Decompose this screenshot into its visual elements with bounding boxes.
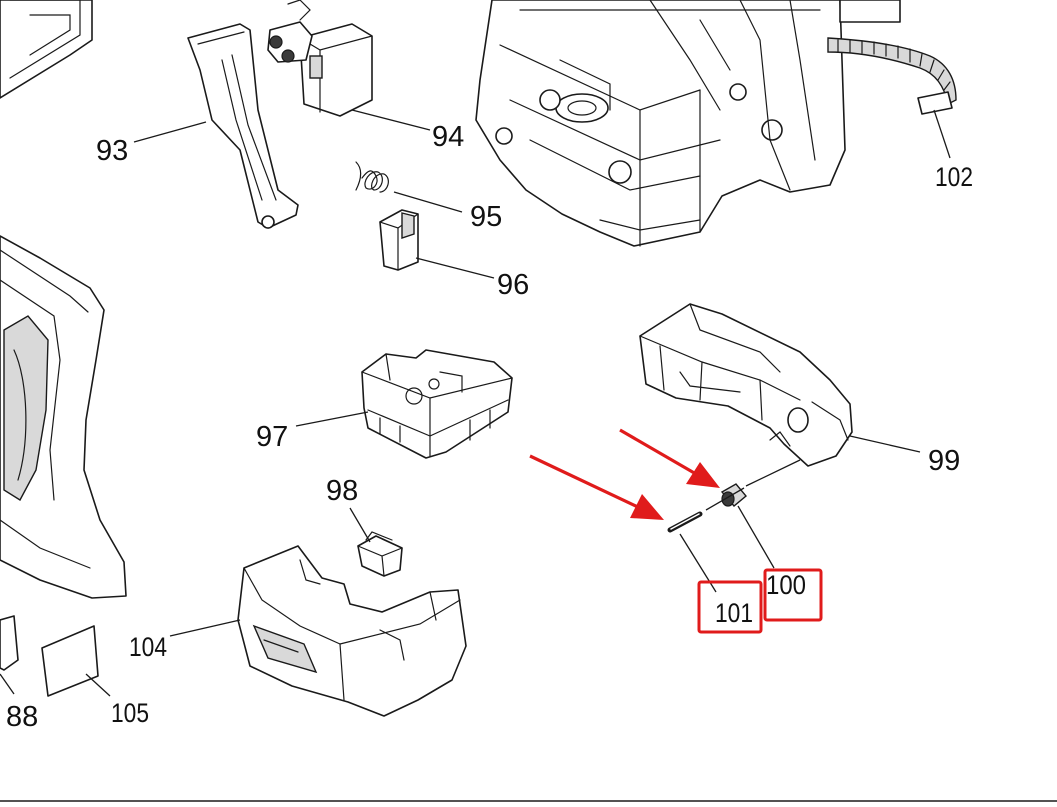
highlight-box-101 <box>697 580 763 634</box>
part-98-clip <box>357 531 403 577</box>
callout-101: 101 <box>715 598 753 628</box>
callout-93: 93 <box>96 135 128 167</box>
part-left-handle <box>0 235 127 599</box>
part-95-spring <box>355 161 389 193</box>
part-main-housing <box>475 0 901 247</box>
callout-102: 102 <box>935 162 973 192</box>
part-102-harness <box>827 37 957 115</box>
part-93-lever <box>187 23 299 229</box>
callout-95: 95 <box>470 201 502 233</box>
callout-105: 105 <box>111 698 149 728</box>
part-101-pin <box>667 511 703 533</box>
callout-88: 88 <box>6 701 38 733</box>
callout-98: 98 <box>326 475 358 507</box>
part-104-cover <box>237 545 467 717</box>
highlight-frames <box>697 568 823 634</box>
part-99-cover-frame <box>639 303 853 467</box>
highlight-box-100 <box>763 568 823 622</box>
highlight-arrows <box>529 428 720 520</box>
part-97-bracket <box>361 349 513 459</box>
part-top-left-fragment <box>0 0 93 99</box>
callout-104: 104 <box>129 632 167 662</box>
arrow-to-part-101 <box>529 454 664 520</box>
callout-97: 97 <box>256 421 288 453</box>
callout-100: 100 <box>766 570 806 600</box>
callout-labels: 93 94 95 96 97 98 99 100 101 102 104 105… <box>6 121 973 733</box>
part-105-label-sticker <box>41 625 99 697</box>
leader-lines <box>0 109 951 697</box>
part-94-switch <box>267 0 373 117</box>
callout-94: 94 <box>432 121 464 153</box>
part-100-sleeve <box>720 483 747 507</box>
part-88-fragment <box>0 615 19 671</box>
arrow-to-part-100 <box>619 428 720 488</box>
callout-99: 99 <box>928 445 960 477</box>
part-96-block <box>379 209 419 271</box>
callout-96: 96 <box>497 269 529 301</box>
